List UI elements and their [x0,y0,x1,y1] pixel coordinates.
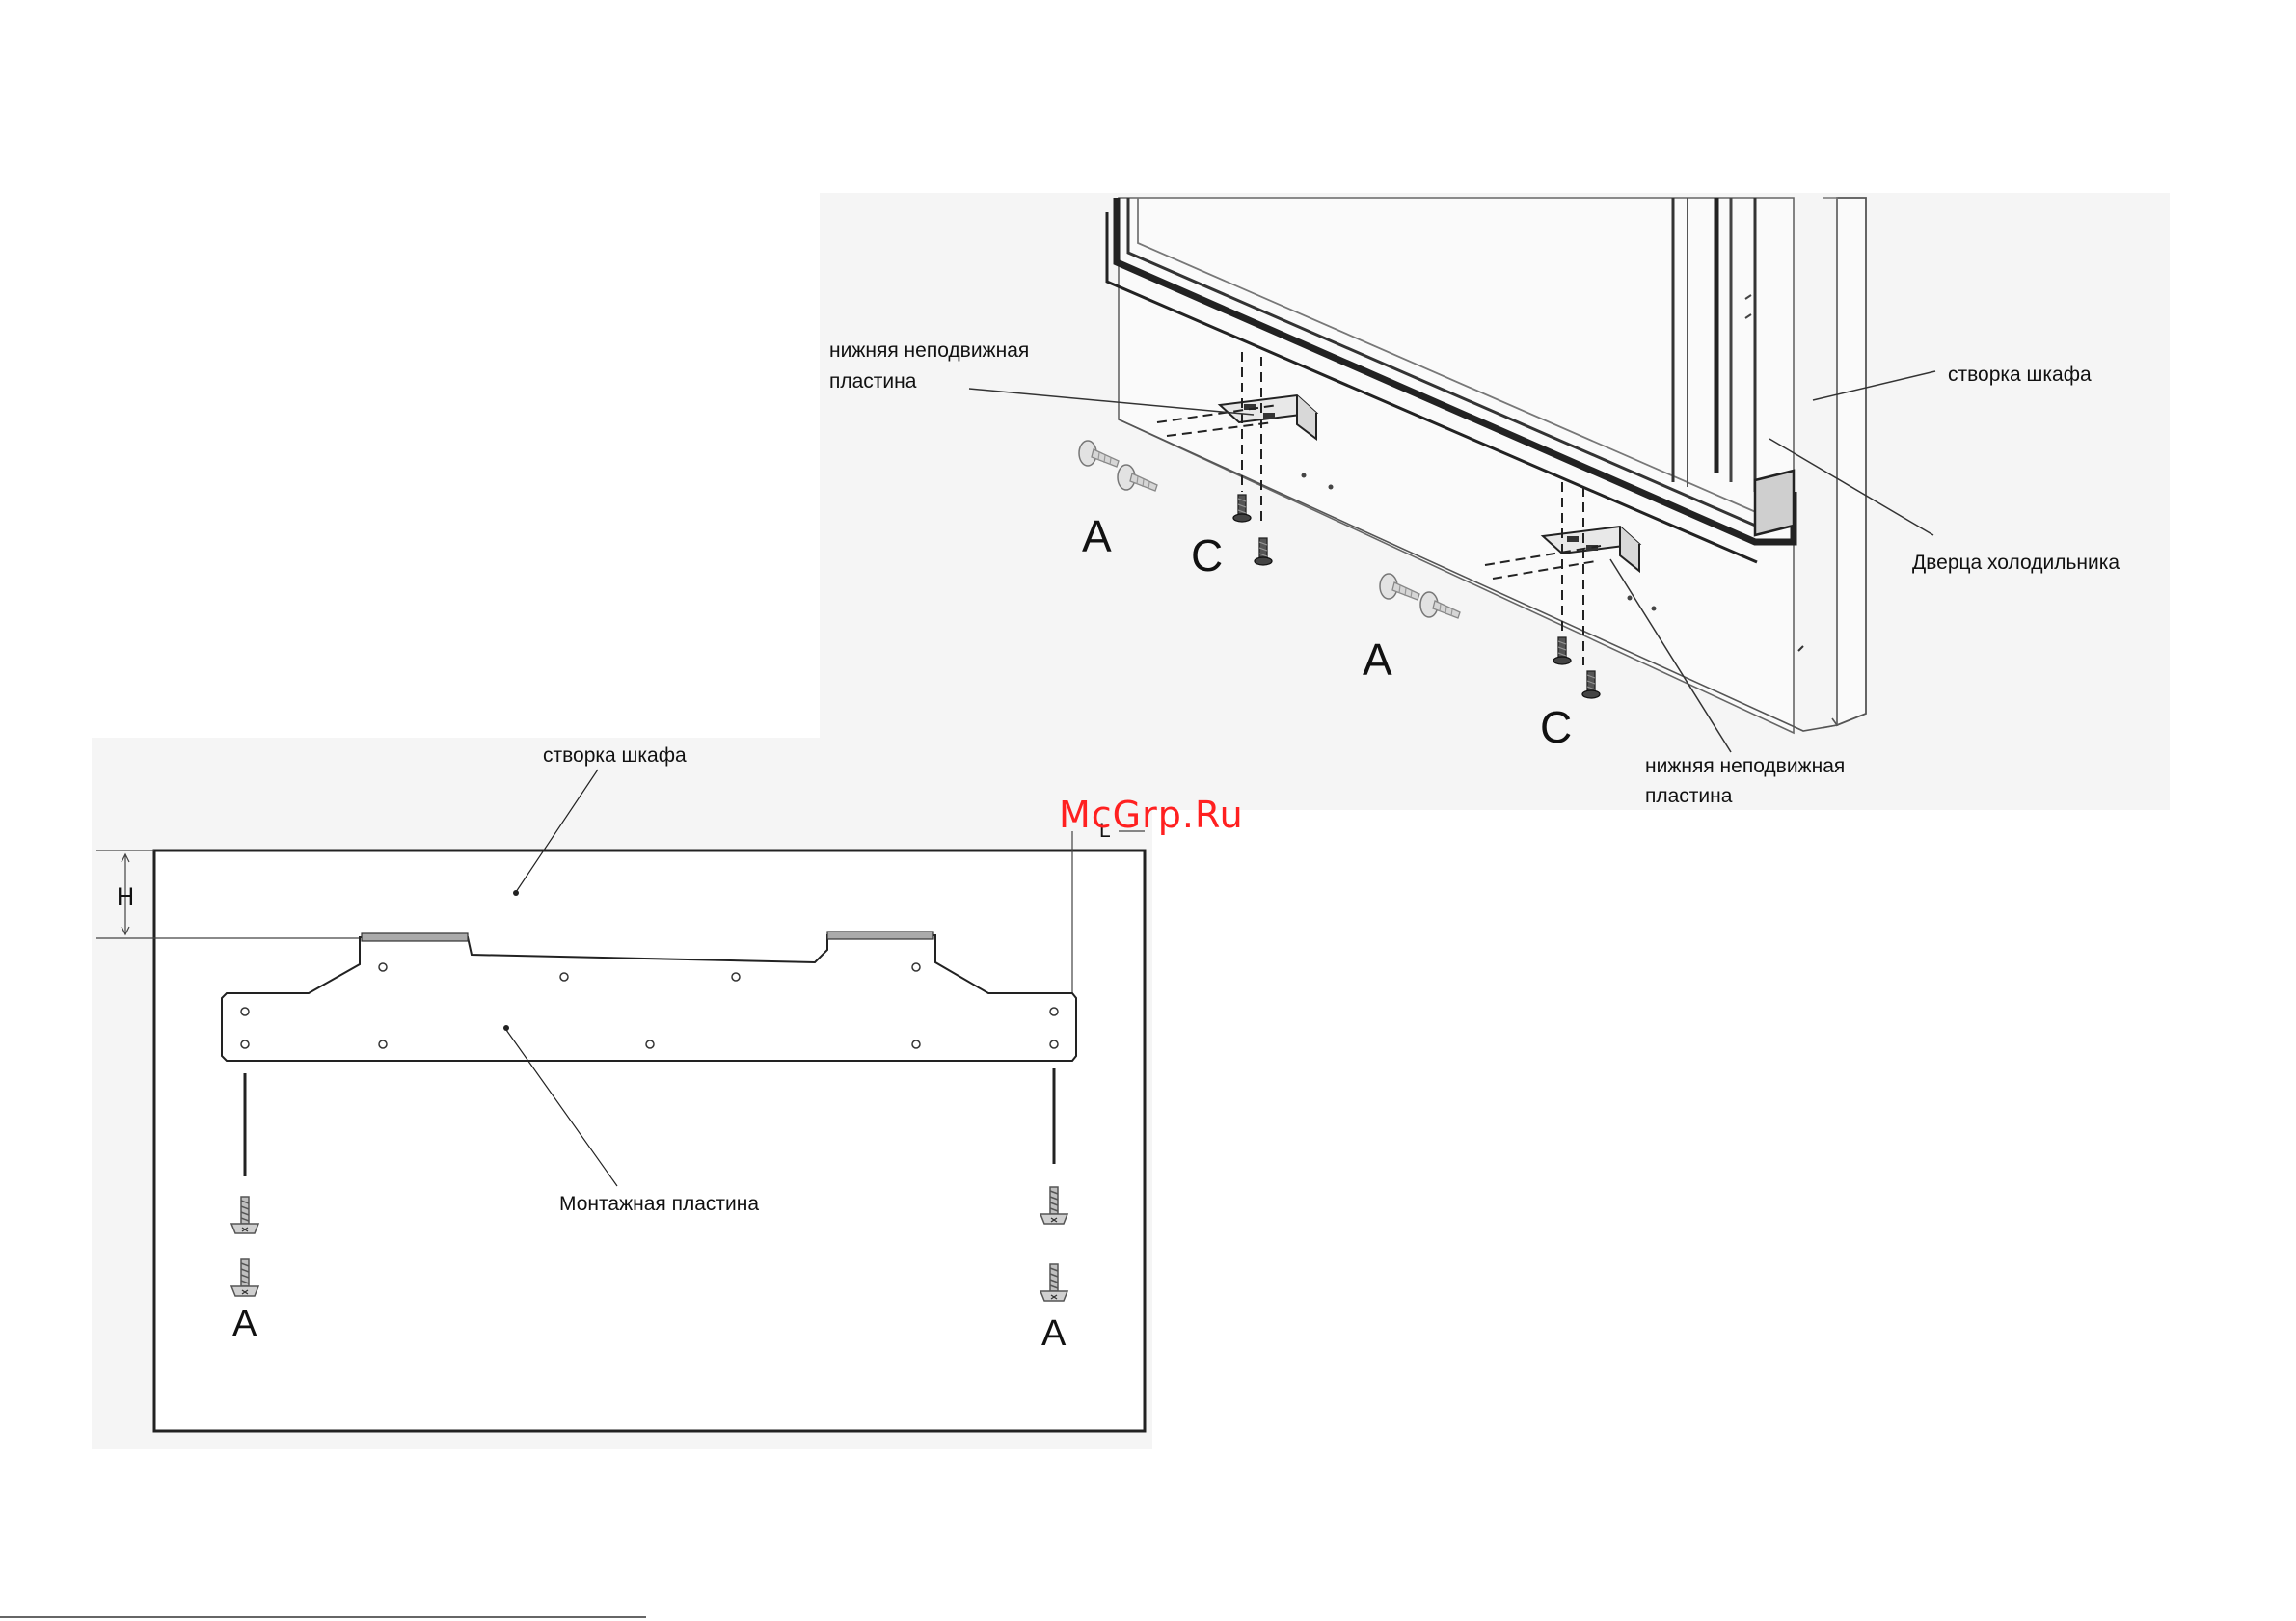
label-fixed-plate-left-line1: нижняя неподвижная [829,339,1029,362]
screw-label-c-left: C [1191,530,1223,581]
label-fixed-plate-left-line2: пластина [829,370,917,392]
screw-label-a-center: A [1363,635,1392,685]
label-fixed-plate-right-line2: пластина [1645,785,1733,807]
label-fixed-plate-right-line1: нижняя неподвижная [1645,755,1845,777]
label-cabinet-door-front: створка шкафа [543,744,687,767]
front-view: H L [92,738,1152,1449]
dim-label-h: H [117,883,134,910]
cabinet-door-outline [154,851,1145,1431]
label-cabinet-door-top: створка шкафа [1948,364,2092,386]
watermark: McGrp.Ru [1059,794,1244,836]
screw-label-a-front-right: A [1041,1313,1067,1354]
label-mounting-plate: Монтажная пластина [559,1193,759,1215]
screw-label-a-left: A [1082,511,1112,561]
isometric-view: нижняя неподвижная пластина створка шкаф… [820,193,2170,810]
screw-label-c-right: C [1540,702,1572,752]
label-fridge-door: Дверца холодильника [1912,552,2120,574]
screw-label-a-front-left: A [232,1304,257,1344]
